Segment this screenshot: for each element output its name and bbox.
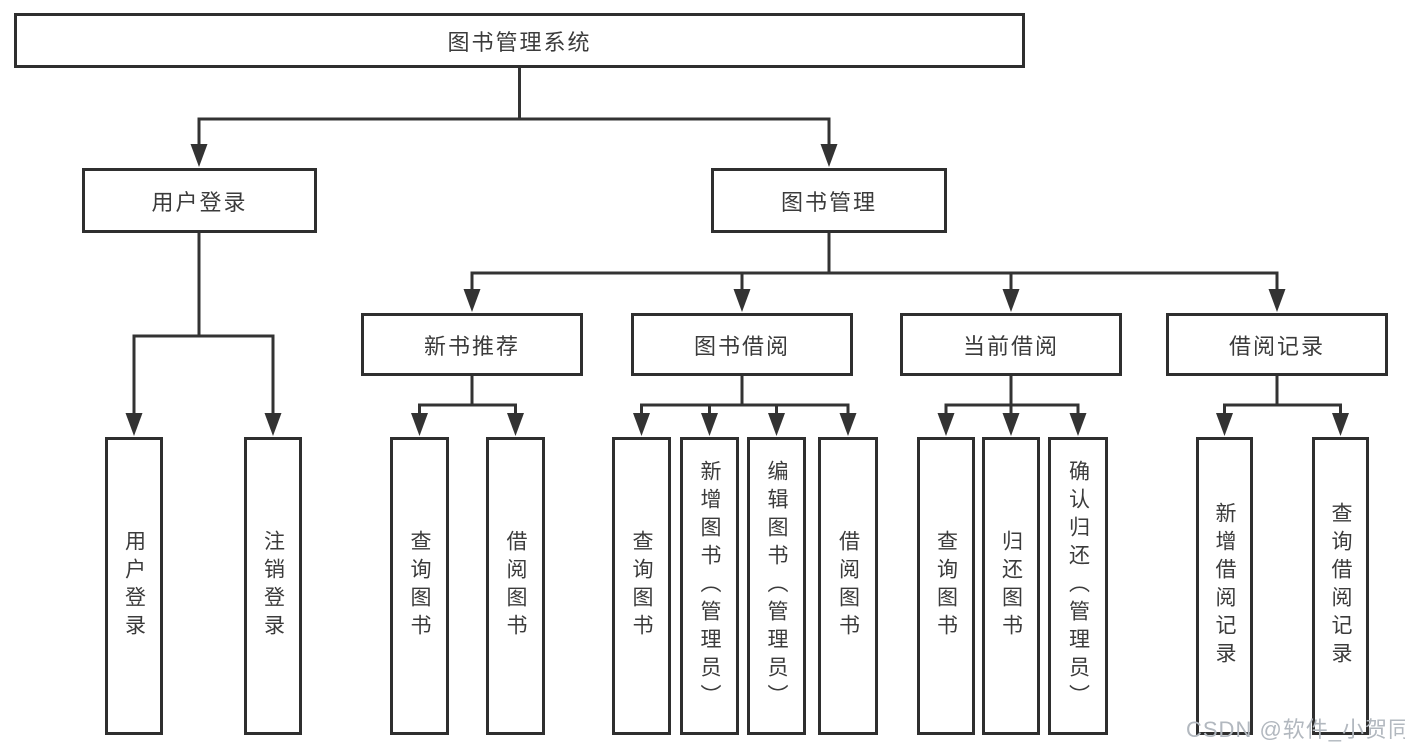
connector-book-borrow	[640, 374, 850, 416]
leaf-borrow-books: 借阅图书	[486, 437, 545, 735]
leaf-label: 借阅图书	[836, 530, 860, 642]
arrow-icon	[190, 144, 208, 167]
leaf-label: 注销登录	[261, 530, 285, 642]
leaf-label: 编辑图书（管理员）	[765, 460, 788, 712]
leaf-edit-books-admin: 编辑图书（管理员）	[747, 437, 806, 735]
arrow-icon	[1002, 413, 1020, 436]
arrow-icon	[125, 413, 143, 436]
leaf-label: 借阅图书	[504, 530, 527, 642]
node-book-borrow: 图书借阅	[631, 313, 853, 376]
arrow-icon	[1069, 413, 1087, 436]
connector-user-login	[132, 231, 275, 416]
leaf-add-borrow-record: 新增借阅记录	[1196, 437, 1253, 735]
node-book-management: 图书管理	[711, 168, 947, 233]
arrow-icon	[411, 413, 428, 436]
arrow-icon	[1332, 413, 1349, 436]
leaf-logout: 注销登录	[244, 437, 302, 735]
node-label: 借阅记录	[1228, 333, 1325, 359]
leaf-label: 查询图书	[934, 530, 958, 642]
arrow-icon	[937, 413, 955, 436]
connector-borrow-records	[1223, 374, 1342, 416]
node-label: 用户登录	[151, 189, 248, 215]
arrow-icon	[264, 413, 282, 436]
node-system-root: 图书管理系统	[14, 13, 1025, 68]
connector-book-mgmt	[470, 231, 1279, 292]
arrow-icon	[733, 289, 751, 312]
arrow-icon	[1002, 289, 1020, 312]
leaf-query-books: 查询图书	[612, 437, 671, 735]
leaf-label: 新增借阅记录	[1213, 502, 1236, 670]
leaf-label: 查询图书	[408, 530, 431, 642]
node-new-book-recommend: 新书推荐	[361, 313, 583, 376]
leaf-label: 查询图书	[630, 530, 653, 642]
leaf-query-borrow-record: 查询借阅记录	[1312, 437, 1369, 735]
node-borrow-records: 借阅记录	[1166, 313, 1388, 376]
arrow-icon	[768, 413, 785, 436]
leaf-label: 归还图书	[999, 530, 1023, 642]
leaf-return-books: 归还图书	[982, 437, 1040, 735]
leaf-query-books: 查询图书	[917, 437, 975, 735]
leaf-label: 确认归还（管理员）	[1066, 460, 1090, 712]
node-label: 新书推荐	[423, 333, 520, 359]
leaf-user-login: 用户登录	[105, 437, 163, 735]
arrow-icon	[1268, 289, 1286, 312]
node-label: 图书管理	[780, 189, 877, 215]
leaf-label: 查询借阅记录	[1329, 502, 1352, 670]
arrow-icon	[633, 413, 650, 436]
node-user-login: 用户登录	[82, 168, 317, 233]
connector-current-borrow	[944, 374, 1080, 416]
node-current-borrow: 当前借阅	[900, 313, 1122, 376]
arrow-icon	[839, 413, 857, 436]
node-label: 图书管理系统	[447, 29, 592, 55]
leaf-add-books-admin: 新增图书（管理员）	[680, 437, 739, 735]
arrow-icon	[507, 413, 524, 436]
node-label: 图书借阅	[693, 333, 790, 359]
leaf-query-books: 查询图书	[390, 437, 449, 735]
connector-new-books	[418, 374, 517, 416]
connector-root	[197, 66, 831, 147]
arrow-icon	[701, 413, 718, 436]
arrow-icon	[463, 289, 481, 312]
leaf-label: 用户登录	[122, 530, 146, 642]
arrow-icon	[820, 144, 838, 167]
csdn-watermark: CSDN @软件_小贺同学	[1186, 717, 1405, 742]
leaf-borrow-books: 借阅图书	[818, 437, 878, 735]
leaf-confirm-return-admin: 确认归还（管理员）	[1048, 437, 1108, 735]
arrow-icon	[1216, 413, 1233, 436]
leaf-label: 新增图书（管理员）	[698, 460, 721, 712]
node-label: 当前借阅	[962, 333, 1059, 359]
